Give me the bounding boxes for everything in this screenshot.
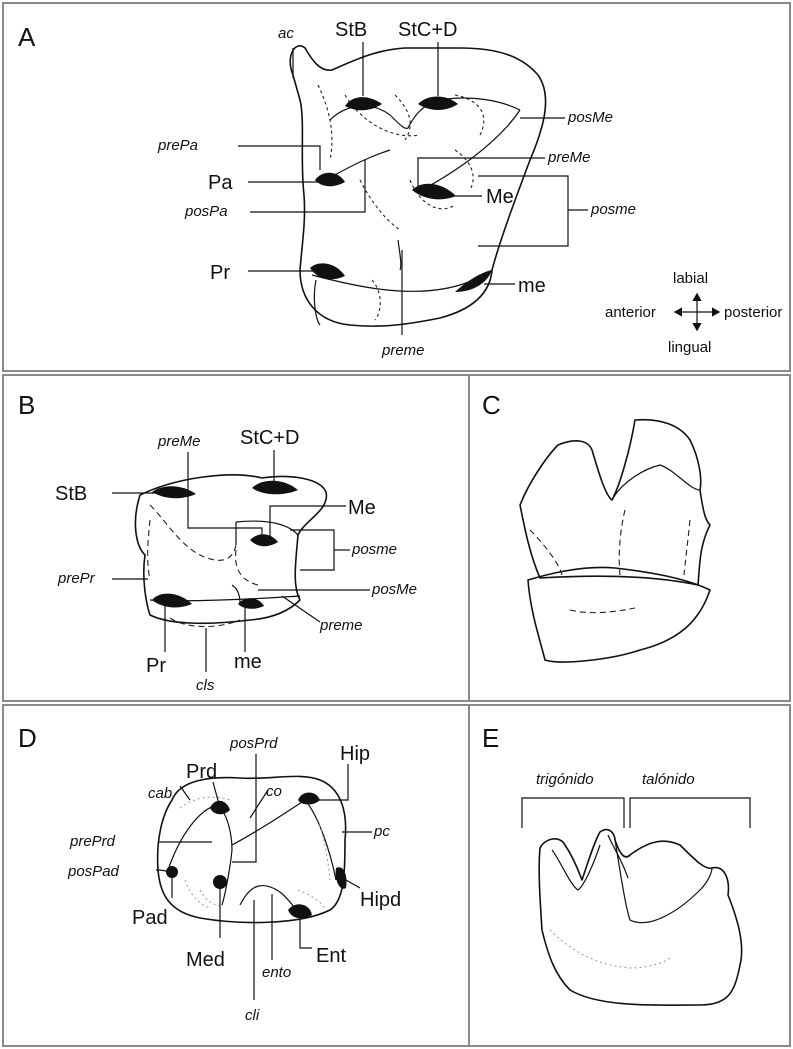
panel-e-label: E [482, 723, 499, 753]
panel-d-label-Hipd: Hipd [360, 889, 401, 911]
panel-d-leader-posPrd [232, 754, 256, 862]
panel-b-leader-preMe [188, 452, 262, 540]
panel-b-cusp-Pr [152, 594, 192, 608]
panel-c-tooth-crown [520, 420, 710, 585]
panel-c-dashed-1 [530, 530, 562, 575]
compass-labial: labial [673, 270, 708, 287]
panel-b: B preMe StC+D StB Me posme prePr [18, 390, 417, 694]
panel-b-label-posme: posme [351, 541, 397, 558]
panel-b-label-Me: Me [348, 497, 376, 519]
panel-d-talonid-crest [232, 800, 336, 880]
panel-b-dashed-1 [150, 505, 236, 560]
panel-b-dashed-2 [236, 550, 258, 585]
panel-a-label-me: me [518, 275, 546, 297]
panel-a-leader-prePa [238, 146, 320, 170]
panel-b-inner-2 [232, 585, 240, 605]
panel-d-cusp-Med [213, 875, 227, 889]
panel-a: A [18, 19, 782, 359]
panel-b-cusp-StCD [252, 481, 298, 495]
panel-e-label-trigonido: trigónido [536, 771, 594, 788]
panel-d-cusp-Hip [298, 793, 320, 805]
panel-a-lingual-outline [314, 280, 320, 325]
panel-b-label-preMe: preMe [157, 433, 201, 450]
panel-a-dotted-crest-4 [455, 95, 484, 135]
panel-e-inner-cusp-1 [552, 845, 600, 890]
panel-d-leader-Ent [300, 915, 312, 948]
panel-b-label-Pr: Pr [146, 655, 166, 677]
panel-a-label-posPa: posPa [184, 203, 228, 220]
panel-c-inner-cusp [612, 465, 700, 500]
panel-d-dotted-5 [200, 890, 222, 906]
panel-b-label-preme: preme [319, 617, 363, 634]
panel-a-metacrista [418, 110, 520, 192]
panel-d-label-Med: Med [186, 949, 225, 971]
panel-d-label: D [18, 723, 37, 753]
panel-a-dotted-crest-6 [360, 180, 400, 230]
panel-c-frame [469, 375, 790, 701]
panel-d-label-cab: cab [148, 785, 172, 802]
panel-d-label-Pad: Pad [132, 907, 168, 929]
panel-c-dashed-2 [619, 510, 625, 575]
panel-e-tooth-outline [539, 830, 741, 1006]
panel-a-cusp-Pa [315, 173, 345, 187]
panel-d-label-Prd: Prd [186, 761, 217, 783]
panel-d-label-prePrd: prePrd [69, 833, 116, 850]
panel-a-dotted-crest-3 [395, 95, 410, 140]
panel-b-label-StB: StB [55, 483, 87, 505]
panel-b-label-prePr: prePr [57, 570, 96, 587]
panel-d-label-co: co [266, 783, 282, 800]
panel-d: D posPrd Prd Hip cab co [18, 723, 401, 1024]
panel-a-label: A [18, 22, 36, 52]
panel-d-leader-cab [180, 786, 190, 800]
panel-d-label-ento: ento [262, 964, 291, 981]
panel-b-label-posMe: posMe [371, 581, 417, 598]
panel-d-leader-Hip [318, 764, 348, 800]
panel-d-label-Ent: Ent [316, 945, 346, 967]
panel-a-label-Pa: Pa [208, 172, 233, 194]
panel-e-inner-cusp-2 [615, 840, 712, 923]
panel-b-label: B [18, 390, 35, 420]
panel-c-dashed-4 [570, 608, 635, 613]
panel-a-label-posme: posme [590, 201, 636, 218]
panel-a-label-StB: StB [335, 19, 367, 41]
panel-a-label-ac: ac [278, 25, 294, 42]
panel-a-frame [3, 3, 790, 371]
panel-b-label-me: me [234, 651, 262, 673]
panel-e: E trigónido talónido [482, 723, 750, 1005]
panel-a-centrocrista [398, 240, 401, 270]
panel-e-label-talonido: talónido [642, 771, 695, 788]
orientation-compass: labial anterior posterior lingual [605, 270, 782, 356]
panel-b-dashed-4 [148, 520, 150, 580]
panel-a-label-Pr: Pr [210, 262, 230, 284]
panel-e-bracket-talonid [630, 798, 750, 828]
panel-d-label-Hip: Hip [340, 743, 370, 765]
panel-c-label: C [482, 390, 501, 420]
panel-a-label-StCD: StC+D [398, 19, 457, 41]
compass-anterior: anterior [605, 304, 656, 321]
panel-e-dotted-1 [550, 930, 670, 968]
panel-a-label-preMe: preMe [547, 149, 591, 166]
panel-d-label-cli: cli [245, 1007, 260, 1024]
panel-b-label-StCD: StC+D [240, 427, 299, 449]
compass-posterior: posterior [724, 304, 782, 321]
panel-b-label-cls: cls [196, 677, 215, 694]
panel-a-label-posMe: posMe [567, 109, 613, 126]
panel-d-label-pc: pc [373, 823, 390, 840]
panel-c: C [482, 390, 710, 662]
panel-a-dotted-crest-7 [372, 280, 380, 320]
panel-d-leader-Hipd [346, 880, 360, 888]
panel-c-dashed-3 [684, 520, 690, 575]
panel-d-label-posPrd: posPrd [229, 735, 278, 752]
panel-e-frame [469, 705, 790, 1046]
panel-d-dotted-2 [185, 880, 210, 908]
panel-a-dotted-crest-8 [455, 150, 473, 190]
panel-b-cusp-Me [250, 534, 278, 546]
panel-a-label-Me: Me [486, 186, 514, 208]
compass-lingual: lingual [668, 339, 711, 356]
panel-a-label-preme: preme [381, 342, 425, 359]
panel-a-label-prePa: prePa [157, 137, 198, 154]
panel-e-bracket-trigonid [522, 798, 624, 828]
panel-d-label-posPad: posPad [67, 863, 120, 880]
